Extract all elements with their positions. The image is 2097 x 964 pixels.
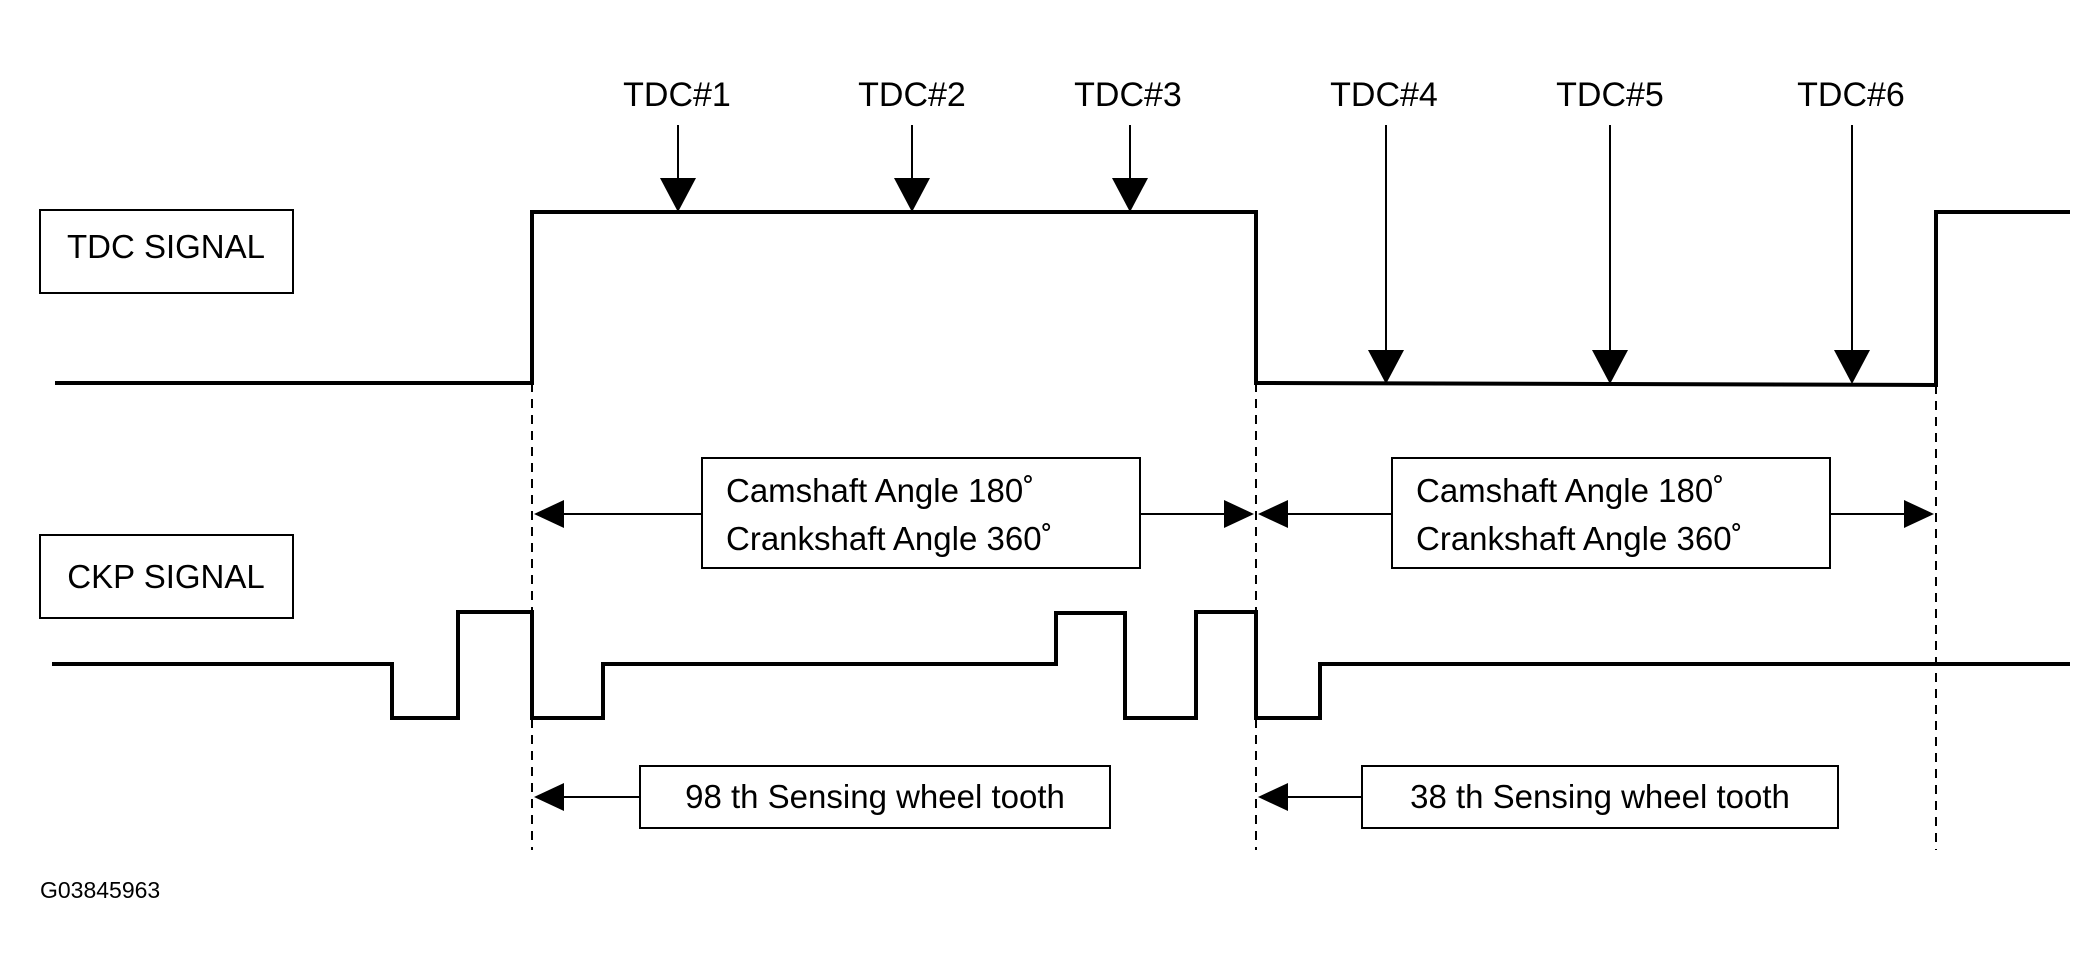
- angle-span-arrowhead-left-2: [1258, 500, 1288, 528]
- tdc-marker-label-5: TDC#5: [1556, 76, 1664, 114]
- angle-box-2-line2: Crankshaft Angle 360˚: [1416, 520, 1743, 557]
- angle-span-arrowhead-right-1: [1224, 500, 1254, 528]
- tdc-signal-waveform: [55, 210, 2070, 388]
- tooth-label-2: 38 th Sensing wheel tooth: [1410, 778, 1790, 815]
- tdc-marker-label-4: TDC#4: [1330, 76, 1438, 114]
- tooth-box-2: [1361, 765, 1839, 829]
- tooth-arrowhead-2: [1258, 783, 1288, 811]
- figure-code: G03845963: [40, 877, 160, 903]
- tdc-marker-label-3: TDC#3: [1074, 76, 1182, 114]
- tdc-marker-label-2: TDC#2: [858, 76, 966, 114]
- angle-span-arrowhead-left-1: [534, 500, 564, 528]
- tdc-marker-arrowhead-6: [1834, 350, 1870, 384]
- angle-box-1: [701, 457, 1141, 569]
- tdc-signal-label-box: [39, 209, 294, 294]
- ckp-signal-label: CKP SIGNAL: [67, 558, 264, 595]
- tdc-marker-arrowhead-4: [1368, 350, 1404, 384]
- tdc-marker-arrowhead-3: [1112, 178, 1148, 212]
- ckp-signal-waveform: [52, 610, 2070, 720]
- angle-box-1-line1: Camshaft Angle 180˚: [726, 472, 1034, 509]
- tdc-marker-label-1: TDC#1: [623, 76, 731, 114]
- angle-box-2: [1391, 457, 1831, 569]
- tooth-label-1: 98 th Sensing wheel tooth: [685, 778, 1065, 815]
- tdc-marker-arrowhead-2: [894, 178, 930, 212]
- angle-span-arrowhead-right-2: [1904, 500, 1934, 528]
- angle-box-2-line1: Camshaft Angle 180˚: [1416, 472, 1724, 509]
- tdc-marker-label-6: TDC#6: [1797, 76, 1905, 114]
- tdc-marker-arrowhead-1: [660, 178, 696, 212]
- tdc-signal-label: TDC SIGNAL: [67, 228, 265, 265]
- ckp-signal-label-box: [39, 534, 294, 619]
- tooth-box-1: [639, 765, 1111, 829]
- angle-box-1-line2: Crankshaft Angle 360˚: [726, 520, 1053, 557]
- tdc-marker-arrowhead-5: [1592, 350, 1628, 384]
- tooth-arrowhead-1: [534, 783, 564, 811]
